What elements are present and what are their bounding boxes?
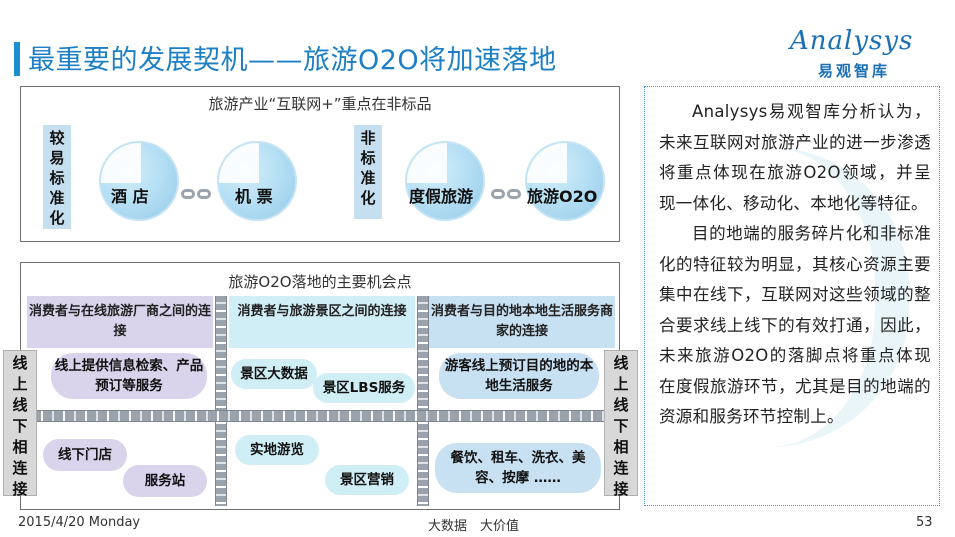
circle-flight-icon [217,141,297,221]
pill-local-services: 餐饮、租车、洗衣、美容、按摩 …… [435,443,601,493]
opportunity-panel: 旅游O2O落地的主要机会点 消费者与在线旅游厂商之间的连接 消费者与旅游景区之间… [20,262,620,510]
label-non-standard: 非标准化 [354,125,382,219]
item-vacation: 度假旅游 [409,187,474,206]
chain-link-icon [181,189,215,199]
item-flight: 机 票 [235,187,273,206]
footer-date: 2015/4/20 Monday [18,515,141,530]
title-accent-bar [14,42,20,76]
side-label-left: 线上线下相连接 [12,354,28,498]
column-header-local: 消费者与目的地本地生活服务商家的连接 [429,296,615,348]
item-travel-o2o: 旅游O2O [527,187,598,206]
pill-service-station: 服务站 [123,465,207,497]
left-double-arrow: 线上线下相连接 [3,350,37,498]
slide-title: 最重要的发展契机——旅游O2O将加速落地 [28,45,557,76]
vertical-chain-divider [215,296,227,506]
column-header-scenic: 消费者与旅游景区之间的连接 [229,296,415,348]
right-double-arrow: 线上线下相连接 [604,350,638,498]
circle-o2o-icon [525,141,605,221]
label-easy-standardize: 较易标准化 [43,125,71,229]
analysis-paragraph-1: Analysys易观智库分析认为，未来互联网对旅游产业的进一步渗透将重点体现在旅… [659,102,931,213]
footer-slogan: 大数据 大价值 [428,519,520,534]
side-label-right: 线上线下相连接 [613,354,629,498]
logo-chinese-name: 易观智库 [818,62,891,80]
pill-offline-store: 线下门店 [43,439,127,471]
horizontal-chain-divider [21,410,619,422]
analysis-panel: Analysys易观智库分析认为，未来互联网对旅游产业的进一步渗透将重点体现在旅… [644,86,940,506]
page-number: 53 [916,515,933,530]
pill-local-booking: 游客线上预订目的地的本地生活服务 [439,353,599,399]
circle-vacation-icon [405,141,485,221]
logo-wordmark: Analysys [790,26,914,56]
pill-scenic-marketing: 景区营销 [325,465,409,495]
opportunity-panel-title: 旅游O2O落地的主要机会点 [228,273,412,291]
circle-hotel-icon [99,141,179,221]
standardization-panel: 旅游产业“互联网+”重点在非标品 较易标准化 非标准化 酒 店 机 票 度假旅游… [20,86,620,242]
pill-onsite-tour: 实地游览 [235,435,319,465]
analysys-logo: Analysys 易观智库 [790,26,940,86]
analysis-paragraph-2: 目的地端的服务碎片化和非标准化的特征较为明显，其核心资源主要集中在线下，互联网对… [659,224,931,426]
column-header-ota: 消费者与在线旅游厂商之间的连接 [27,296,213,348]
analysis-text: Analysys易观智库分析认为，未来互联网对旅游产业的进一步渗透将重点体现在旅… [659,97,931,433]
pill-scenic-bigdata: 景区大数据 [231,359,317,389]
pill-online-search-booking: 线上提供信息检索、产品预订等服务 [51,353,207,399]
vertical-chain-divider [417,296,429,506]
standardization-panel-title: 旅游产业“互联网+”重点在非标品 [208,95,432,113]
chain-link-icon [491,189,525,199]
item-hotel: 酒 店 [111,187,149,206]
pill-scenic-lbs: 景区LBS服务 [313,373,415,403]
